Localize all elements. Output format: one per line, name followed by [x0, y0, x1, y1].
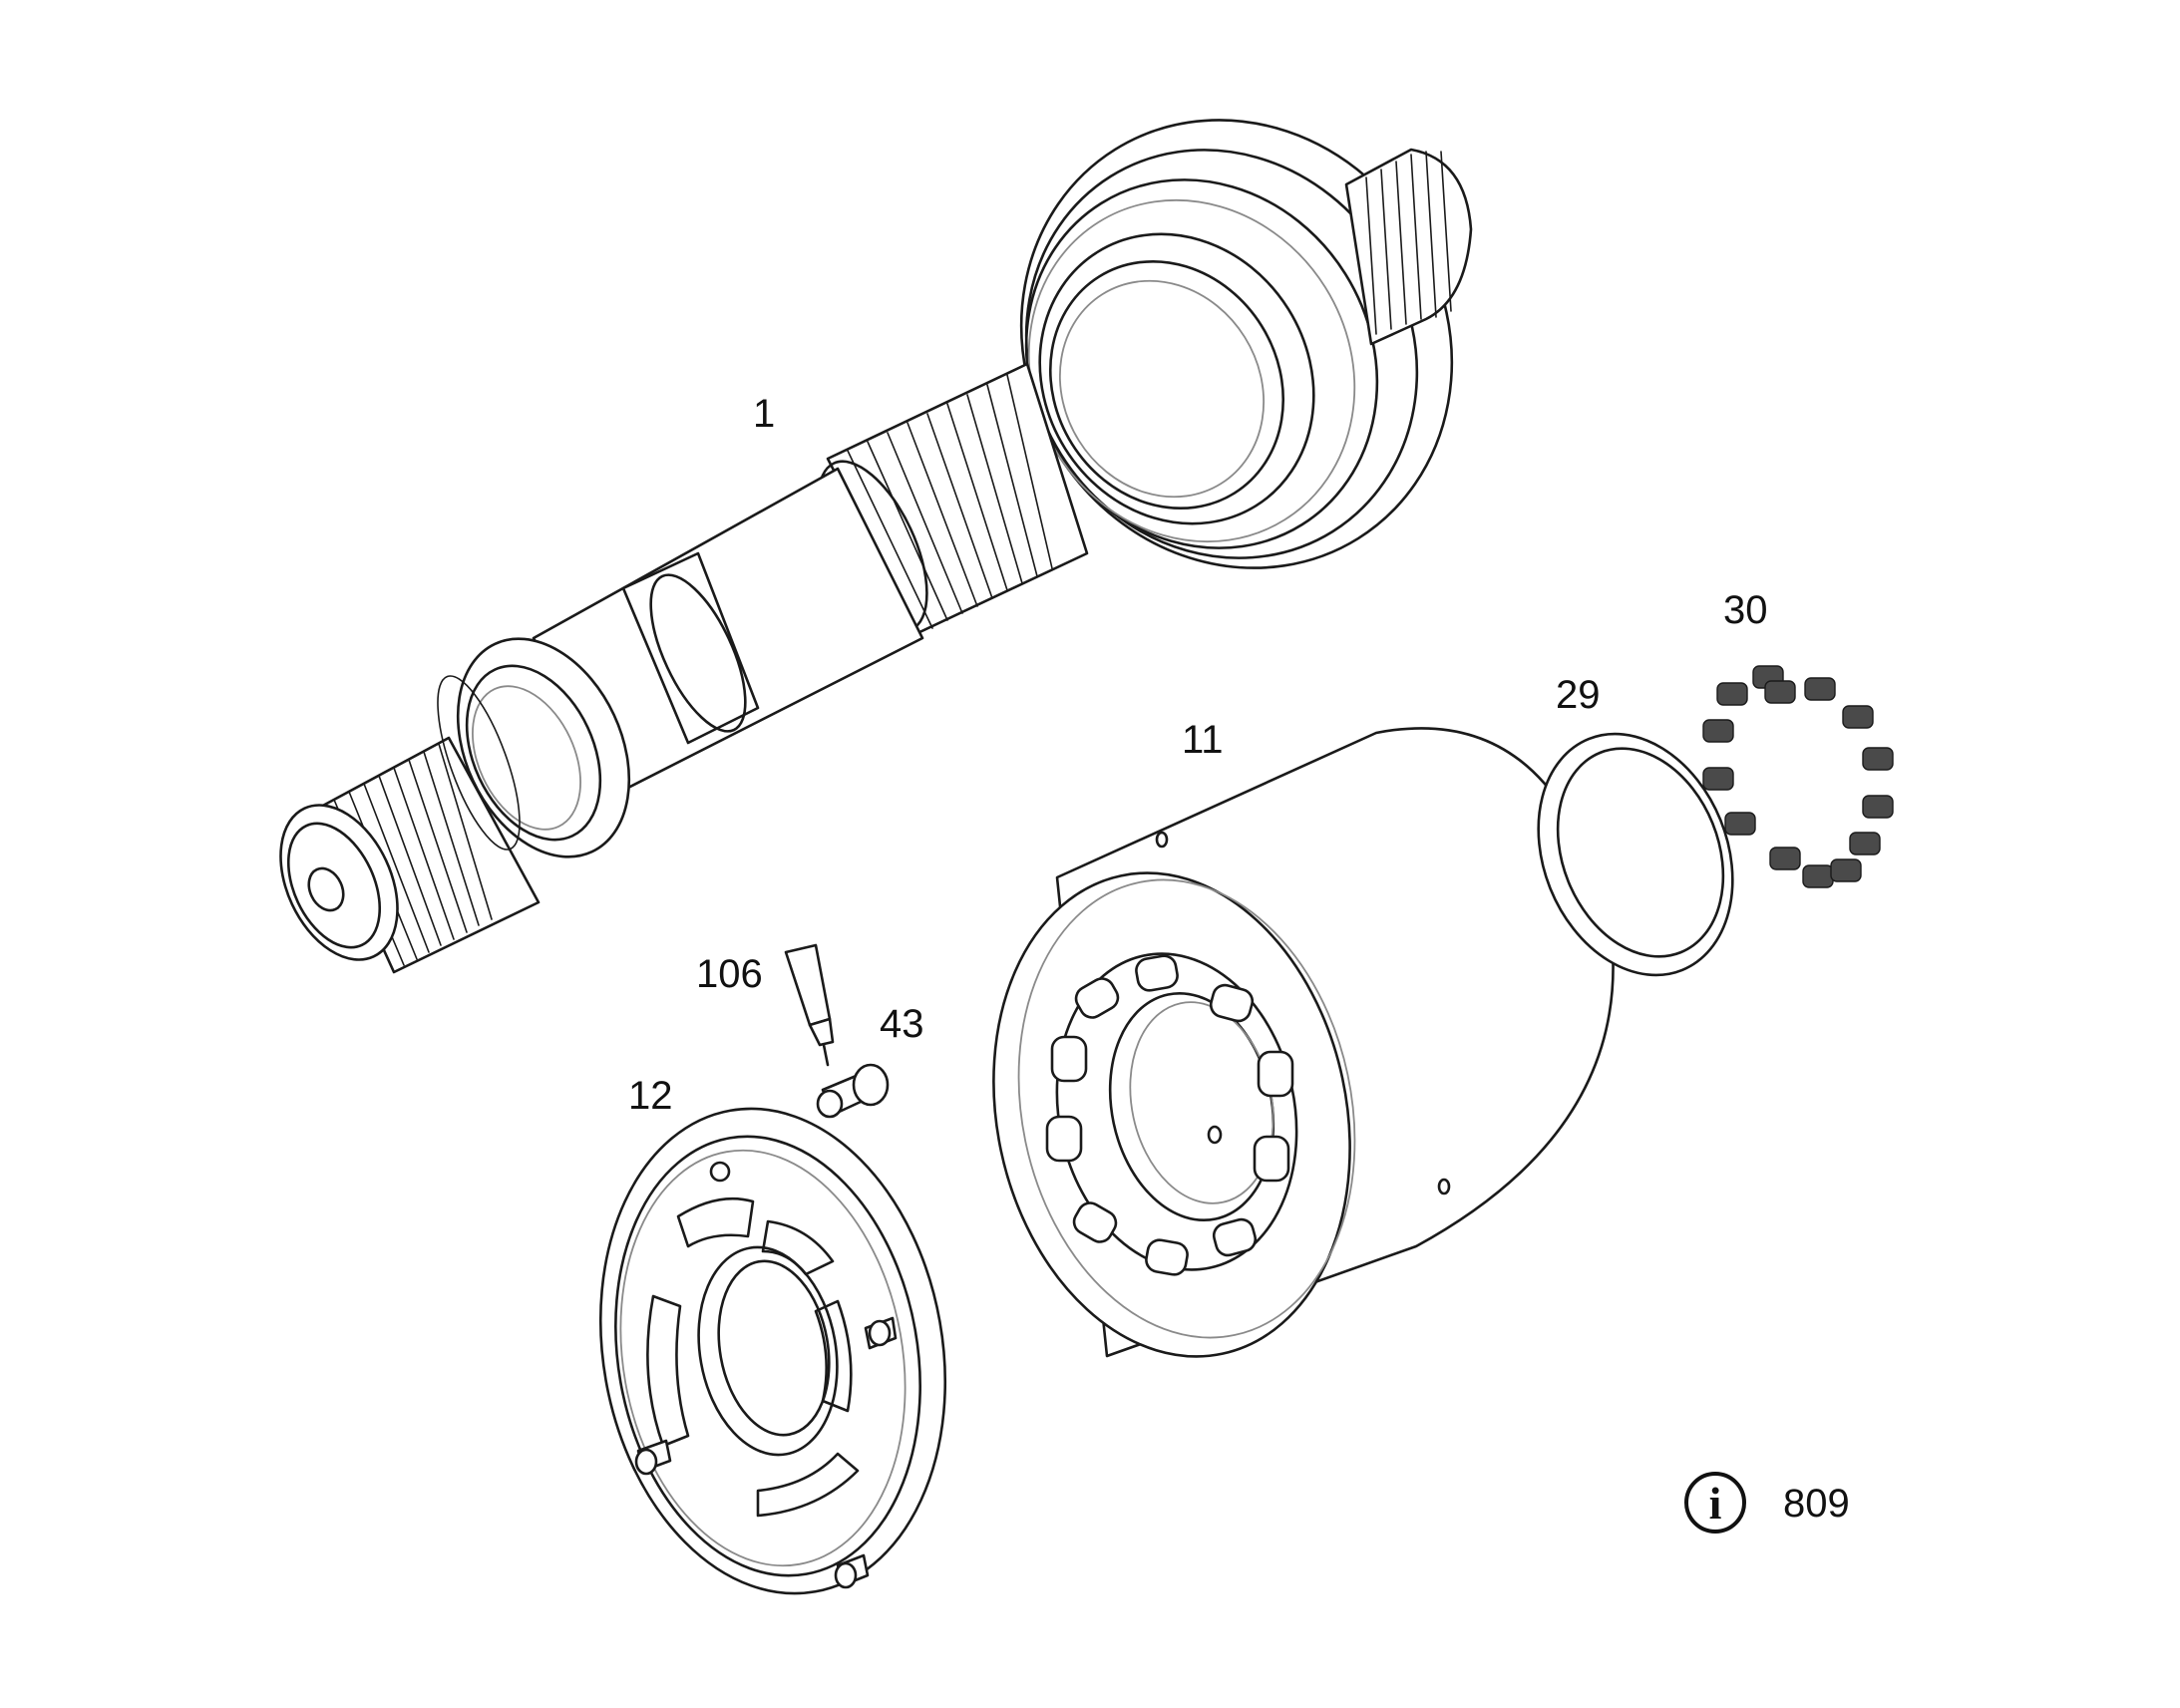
- part-12-valve-plate[interactable]: [563, 1081, 982, 1621]
- part-106-sealant-tube[interactable]: [784, 943, 835, 1067]
- info-number[interactable]: 809: [1783, 1482, 1850, 1526]
- part-30-set-screws[interactable]: [1702, 665, 1894, 888]
- info-icon[interactable]: [1684, 1472, 1746, 1534]
- callout-43[interactable]: 43: [880, 1002, 924, 1046]
- part-1-drive-shaft[interactable]: [257, 39, 1536, 979]
- callout-29[interactable]: 29: [1556, 673, 1601, 717]
- part-29-washer[interactable]: [1504, 705, 1767, 1005]
- callout-1[interactable]: 1: [753, 392, 775, 436]
- info-reference[interactable]: i 809: [1684, 1472, 1850, 1534]
- callout-106[interactable]: 106: [696, 952, 763, 996]
- screw-ring: [1702, 665, 1894, 888]
- cylinder-bores: [1045, 954, 1294, 1276]
- callout-30[interactable]: 30: [1723, 588, 1768, 632]
- part-11-cylinder-block[interactable]: [950, 727, 1615, 1390]
- part-43-pin[interactable]: [816, 1063, 890, 1119]
- callout-11[interactable]: 11: [1182, 718, 1224, 762]
- shaft-front-seat: [456, 637, 631, 858]
- shaft-bearing-flange: [1019, 119, 1454, 569]
- info-icon-glyph: i: [1709, 1478, 1722, 1529]
- callout-12[interactable]: 12: [628, 1074, 673, 1118]
- shaft-rear-spline: [1344, 148, 1473, 346]
- shaft-front-spline: [279, 675, 541, 974]
